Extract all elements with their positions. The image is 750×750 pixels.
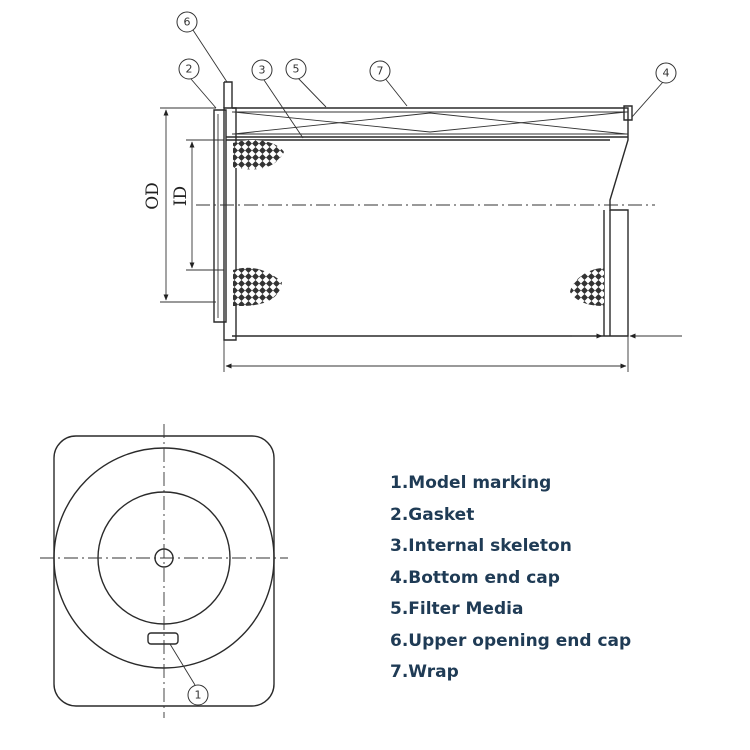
- gasket: [213, 109, 227, 323]
- end-view: 1: [40, 424, 288, 718]
- callout-6: 6: [176, 11, 198, 33]
- id-label: ID: [171, 186, 191, 206]
- internal-skeleton-mesh-right: [570, 268, 604, 306]
- callout-5: 5: [285, 58, 307, 80]
- legend-item-model-marking: 1.Model marking: [390, 473, 552, 493]
- bottom-end-cap: [623, 105, 633, 121]
- legend-item-gasket: 2.Gasket: [390, 504, 475, 525]
- internal-skeleton-mesh-bottom: [233, 267, 282, 306]
- callout-2: 2: [178, 58, 200, 80]
- side-view: OD ID 6 2 3 5 7: [143, 11, 682, 372]
- wrap-pattern: [232, 111, 628, 135]
- svg-text:2: 2: [186, 63, 193, 76]
- legend-item-wrap: 7.Wrap: [390, 662, 459, 682]
- svg-text:7: 7: [377, 65, 384, 78]
- leader-lines: [190, 26, 664, 139]
- svg-text:4: 4: [663, 67, 670, 80]
- callout-1: 1: [187, 684, 209, 706]
- callout-7: 7: [369, 60, 391, 82]
- svg-text:3: 3: [259, 64, 266, 77]
- od-label: OD: [143, 182, 163, 210]
- legend-item-upper-opening-end-cap: 6.Upper opening end cap: [390, 630, 632, 651]
- callout-3: 3: [251, 59, 273, 81]
- legend-item-filter-media: 5.Filter Media: [390, 599, 524, 619]
- legend-item-internal-skeleton: 3.Internal skeleton: [390, 536, 572, 556]
- callout-4: 4: [655, 62, 677, 84]
- svg-text:1: 1: [195, 689, 202, 702]
- filter-body-outline: [232, 107, 629, 337]
- svg-text:6: 6: [184, 16, 191, 29]
- legend-item-bottom-end-cap: 4.Bottom end cap: [390, 567, 560, 588]
- svg-text:5: 5: [293, 63, 300, 76]
- upper-end-cap-flange: [223, 81, 233, 108]
- internal-skeleton-mesh-top: [233, 139, 284, 170]
- bottom-inner-tube: [603, 210, 611, 336]
- model-marking-slot: [147, 632, 179, 645]
- parts-legend: 1.Model marking 2.Gasket 3.Internal skel…: [390, 468, 631, 689]
